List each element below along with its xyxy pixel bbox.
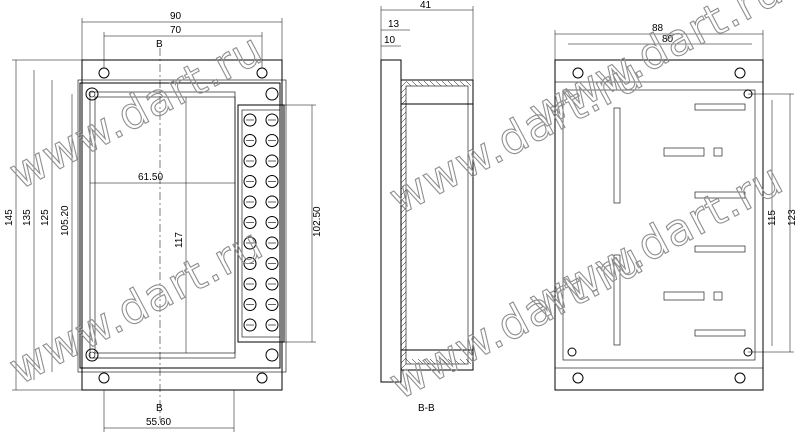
terminal-screw [265,257,279,270]
terminal-screw [265,277,279,291]
terminal-screw [243,134,257,147]
terminal-screw [243,195,257,209]
mounting-hole [572,372,584,384]
mounting-hole [734,67,746,79]
watermark: www.dart.ru [521,154,791,330]
terminal-screw [265,298,279,311]
dim-height-105: 105.20 [60,205,71,236]
mounting-hole [98,67,110,79]
mounting-hole [567,347,577,357]
dim-width-total: 90 [170,11,182,22]
terminal-screw [265,175,279,188]
back-view [554,59,764,391]
terminal-screw [243,216,257,229]
dim-depth-total: 41 [420,0,432,11]
terminal-screw [243,236,257,250]
front-dimensions: 90 70 B 61.50 117 102.50 145 135 125 105… [4,11,323,432]
mounting-hole [734,372,746,384]
mounting-hole [85,348,99,362]
terminal-screw [243,175,257,188]
front-view [77,48,287,420]
terminal-screw [265,318,279,332]
terminal-screw [243,154,257,168]
watermark: www.dart.ru [521,0,791,140]
side-dimensions: 41 13 10 B-B [380,0,474,414]
mounting-hole [572,67,584,79]
section-mark-bottom: B [156,403,163,414]
dim-back-height-115: 115 [767,210,778,226]
dim-terminal-height: 102.50 [312,206,323,237]
terminal-screw [243,277,257,291]
dim-inner-width: 61.50 [138,172,163,183]
terminal-screw [243,257,257,270]
dim-height-135: 135 [22,209,33,226]
dim-height-total: 145 [4,209,15,226]
watermarks: www.dart.ru www.dart.ru www.dart.ru www.… [1,0,792,410]
dim-back-width-holes: 80 [662,34,674,45]
terminal-screw [265,236,279,250]
dim-inner-height: 117 [174,232,185,248]
mounting-hole [256,372,268,384]
terminal-screw [265,113,279,127]
dim-bottom-width: 55.60 [146,417,171,428]
terminal-screw [243,113,257,127]
mounting-hole [85,87,99,101]
dim-back-width-total: 88 [652,23,664,34]
side-section-view [380,59,474,383]
mounting-hole [98,372,110,384]
watermark: www.dart.ru [1,24,271,200]
dim-width-holes: 70 [170,25,182,36]
dim-depth-10: 10 [384,35,396,46]
section-mark-top: B [156,39,163,50]
terminal-screw [265,134,279,147]
back-dimensions: 88 80 123 115 [554,23,798,353]
mounting-hole [265,348,279,362]
mounting-hole [265,87,279,101]
terminal-screw [243,318,257,332]
terminal-screws [243,113,279,332]
dim-depth-13: 13 [388,19,400,30]
dim-back-height-123: 123 [787,209,798,226]
terminal-screw [265,195,279,209]
dim-height-125: 125 [40,209,51,226]
terminal-screw [265,154,279,168]
terminal-screw [243,298,257,311]
section-hatching [400,80,472,370]
terminal-screw [265,216,279,229]
section-label: B-B [418,403,435,414]
